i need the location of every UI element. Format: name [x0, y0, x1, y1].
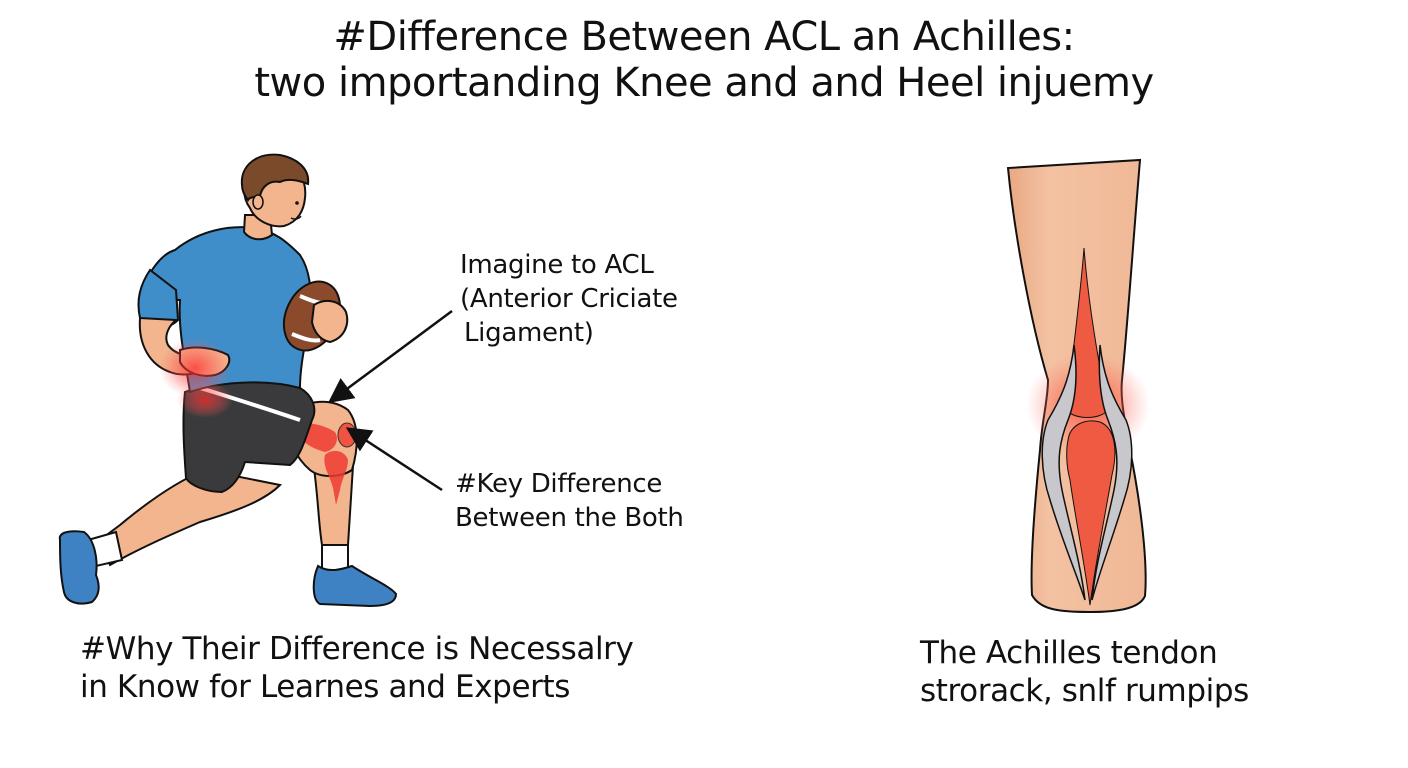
runner-illustration: [58, 153, 398, 608]
right-caption-line-2: strorack, snlf rumpips: [920, 673, 1249, 709]
acl-label-line-2: (Anterior Criciate: [460, 284, 678, 314]
arrow-to-knee-top: [327, 309, 453, 403]
acl-label: Imagine to ACL (Anterior Criciate Ligame…: [460, 248, 678, 350]
shoe-back-icon: [58, 530, 100, 605]
achilles-illustration: [1006, 158, 1150, 614]
acl-label-line-1: Imagine to ACL: [460, 250, 654, 280]
key-difference-line-1: #Key Difference: [455, 469, 663, 499]
right-caption: The Achilles tendon strorack, snlf rumpi…: [920, 634, 1249, 710]
left-caption: #Why Their Difference is Necessalry in K…: [80, 630, 634, 706]
left-caption-line-2: in Know for Learnes and Experts: [80, 669, 570, 705]
page-title: #Difference Between ACL an Achilles: two…: [0, 14, 1408, 106]
arrow-to-knee-cap: [345, 427, 443, 492]
key-difference-label: #Key Difference Between the Both: [455, 467, 684, 535]
left-caption-line-1: #Why Their Difference is Necessalry: [80, 631, 634, 667]
key-difference-line-2: Between the Both: [455, 503, 684, 533]
right-caption-line-1: The Achilles tendon: [920, 635, 1218, 671]
title-line-2: two importanding Knee and and Heel injue…: [254, 60, 1154, 106]
title-line-1: #Difference Between ACL an Achilles:: [333, 14, 1075, 60]
acl-label-line-3: Ligament): [464, 318, 594, 348]
shoe-front-icon: [312, 564, 398, 608]
hair: [240, 153, 310, 202]
